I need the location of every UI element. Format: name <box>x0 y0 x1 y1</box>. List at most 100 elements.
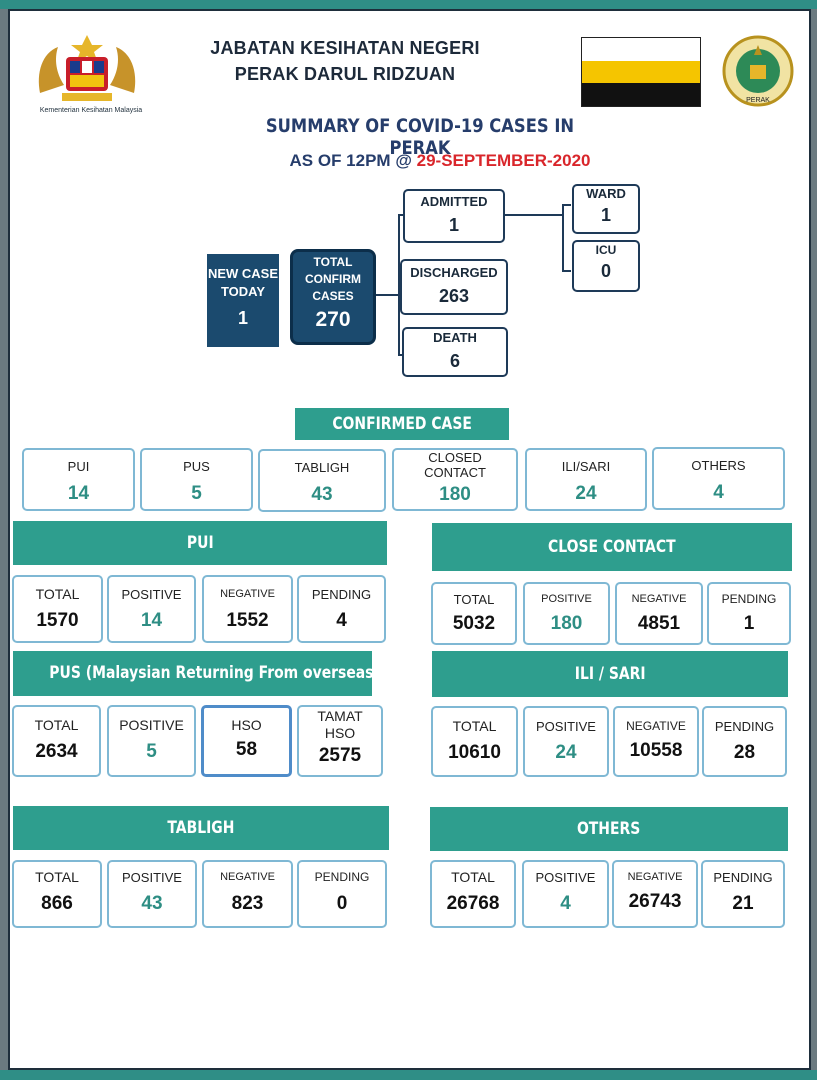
ili-sari-negative-card: NEGATIVE 10558 <box>613 706 699 777</box>
admitted-label: ADMITTED <box>420 194 488 209</box>
pus-total-card: TOTAL 2634 <box>12 705 101 777</box>
ward-box: WARD 1 <box>572 184 640 234</box>
tabligh-total-value: 866 <box>41 893 73 914</box>
confirmed-pui-card: PUI 14 <box>22 448 135 511</box>
confirmed-tabligh-card: TABLIGH 43 <box>258 449 386 512</box>
connector-line <box>376 294 398 296</box>
connector-line <box>562 204 564 272</box>
confirmed-others-value: 4 <box>713 482 724 503</box>
pui-pending-value: 4 <box>336 610 347 631</box>
others-heading: OTHERS <box>430 807 788 851</box>
total-confirm-value: 270 <box>315 308 351 331</box>
total-confirm-cases-box: TOTAL CONFIRM CASES 270 <box>290 249 376 345</box>
pus-hso-label: HSO <box>231 717 262 733</box>
close-contact-positive-card: POSITIVE 180 <box>523 582 610 645</box>
confirmed-ili-sari-value: 24 <box>575 483 597 504</box>
top-accent-bar <box>0 0 817 9</box>
others-negative-label: NEGATIVE <box>627 871 683 883</box>
close-contact-pending-card: PENDING 1 <box>707 582 791 645</box>
connector-line <box>505 214 562 216</box>
tabligh-positive-value: 43 <box>141 893 163 914</box>
discharged-box: DISCHARGED 263 <box>400 259 508 315</box>
ili-sari-positive-label: POSITIVE <box>536 719 596 734</box>
ili-sari-heading: ILI / SARI <box>432 651 788 697</box>
others-positive-label: POSITIVE <box>535 870 596 885</box>
admitted-value: 1 <box>448 215 459 235</box>
tabligh-total-card: TOTAL 866 <box>12 860 102 928</box>
confirmed-ili-sari-label: ILI/SARI <box>561 459 611 474</box>
others-total-label: TOTAL <box>451 869 495 885</box>
admitted-box: ADMITTED 1 <box>403 189 505 243</box>
confirmed-closed-contact-card: CLOSED CONTACT 180 <box>392 448 518 511</box>
bottom-accent-bar <box>0 1070 817 1080</box>
ili-sari-negative-label: NEGATIVE <box>626 719 686 733</box>
connector-line <box>562 270 571 272</box>
close-contact-heading: CLOSE CONTACT <box>432 523 792 571</box>
tabligh-heading: TABLIGH <box>13 806 389 850</box>
pus-tamat-hso-card: TAMAT HSO 2575 <box>297 705 383 777</box>
connector-line <box>398 214 400 356</box>
tabligh-positive-card: POSITIVE 43 <box>107 860 197 928</box>
tabligh-pending-card: PENDING 0 <box>297 860 387 928</box>
others-pending-value: 21 <box>732 893 754 914</box>
death-value: 6 <box>449 351 460 371</box>
confirmed-pus-card: PUS 5 <box>140 448 253 511</box>
as-of-line: AS OF 12PM @ 29-SEPTEMBER-2020 <box>240 151 640 171</box>
close-contact-positive-label: POSITIVE <box>541 593 592 605</box>
close-contact-total-value: 5032 <box>452 613 496 634</box>
confirmed-tabligh-value: 43 <box>311 484 333 505</box>
confirmed-contact-label: CONTACT <box>424 465 486 480</box>
close-contact-positive-value: 180 <box>550 613 583 634</box>
page-title: SUMMARY OF COVID-19 CASES IN PERAK <box>265 115 575 159</box>
confirmed-tabligh-label: TABLIGH <box>294 460 350 475</box>
pus-hso-value: 58 <box>235 739 258 760</box>
others-negative-card: NEGATIVE 26743 <box>612 860 698 928</box>
as-of-prefix: AS OF 12PM @ <box>289 151 412 170</box>
pui-positive-value: 14 <box>140 610 163 631</box>
confirmed-pus-value: 5 <box>191 483 202 504</box>
pus-total-label: TOTAL <box>34 717 79 733</box>
confirmed-closed-contact-value: 180 <box>439 484 471 505</box>
as-of-date: 29-SEPTEMBER-2020 <box>416 151 591 170</box>
ili-sari-total-label: TOTAL <box>452 718 497 734</box>
confirmed-pus-label: PUS <box>183 459 210 474</box>
ministry-caption: Kementerian Kesihatan Malaysia <box>39 107 143 114</box>
pui-heading: PUI <box>13 521 387 565</box>
death-label: DEATH <box>433 330 477 345</box>
pui-negative-value: 1552 <box>226 610 269 631</box>
org-name-line1: JABATAN KESIHATAN NEGERI <box>210 38 480 58</box>
new-case-label2: TODAY <box>220 284 266 299</box>
tabligh-pending-label: PENDING <box>314 870 370 884</box>
pus-positive-card: POSITIVE 5 <box>107 705 196 777</box>
ili-sari-pending-card: PENDING 28 <box>702 706 787 777</box>
others-pending-card: PENDING 21 <box>701 860 785 928</box>
seal-caption: PERAK <box>746 97 770 104</box>
pui-negative-label: NEGATIVE <box>220 588 275 600</box>
pui-positive-card: POSITIVE 14 <box>107 575 196 643</box>
ward-label: WARD <box>586 186 626 201</box>
ili-sari-total-card: TOTAL 10610 <box>431 706 518 777</box>
others-total-value: 26768 <box>446 893 500 914</box>
pus-tamat-label2: HSO <box>324 725 356 741</box>
confirmed-others-card: OTHERS 4 <box>652 447 785 510</box>
close-contact-negative-value: 4851 <box>637 613 681 634</box>
confirmed-pui-label: PUI <box>67 459 90 474</box>
ili-sari-pending-value: 28 <box>733 742 756 763</box>
icu-label: ICU <box>595 243 617 257</box>
infographic-page: Kementerian Kesihatan Malaysia JABATAN K… <box>8 9 811 1070</box>
confirmed-others-label: OTHERS <box>691 458 746 473</box>
org-name-line2: PERAK DARUL RIDZUAN <box>234 64 456 84</box>
malaysia-coat-of-arms-icon <box>38 35 136 101</box>
discharged-label: DISCHARGED <box>410 265 498 280</box>
close-contact-negative-label: NEGATIVE <box>631 593 687 605</box>
tabligh-negative-card: NEGATIVE 823 <box>202 860 293 928</box>
pus-positive-label: POSITIVE <box>119 717 184 733</box>
total-label2: CONFIRM <box>305 272 361 286</box>
ili-sari-positive-value: 24 <box>555 742 577 763</box>
tabligh-total-label: TOTAL <box>35 869 79 885</box>
others-negative-value: 26743 <box>628 891 682 912</box>
confirmed-closed-label: CLOSED <box>428 450 482 465</box>
pus-heading: PUS (Malaysian Returning From overseas) <box>13 651 380 696</box>
pus-total-value: 2634 <box>35 741 78 762</box>
perak-flag <box>581 37 701 107</box>
